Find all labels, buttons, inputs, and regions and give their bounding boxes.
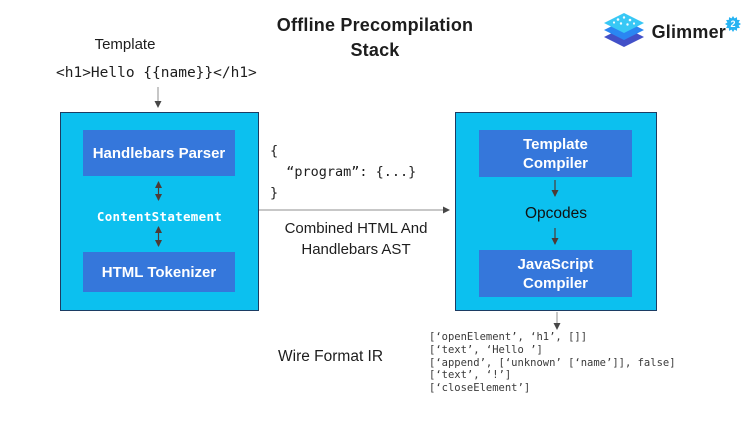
handlebars-parser-box: Handlebars Parser [83,130,235,176]
template-source-code: <h1>Hello {{name}}</h1> [56,65,257,81]
html-tokenizer-box: HTML Tokenizer [83,252,235,292]
template-label: Template [94,36,156,53]
javascript-compiler-label: JavaScript Compiler [517,255,594,292]
opcodes-label: Opcodes [524,205,588,222]
template-compiler-label: Template Compiler [522,135,588,172]
glimmer-logo: Glimmer 2 [601,11,742,53]
wire-format-code: [‘openElement’, ‘h1’, []] [‘text’, ‘Hell… [429,331,676,395]
html-tokenizer-label: HTML Tokenizer [101,263,217,281]
compiler-stage-box: Template Compiler Opcodes JavaScript Com… [455,112,657,311]
version-badge: 2 [725,16,741,32]
template-compiler-box: Template Compiler [479,130,632,177]
page-title: Offline Precompilation Stack [276,15,474,60]
javascript-compiler-box: JavaScript Compiler [479,250,632,297]
handlebars-parser-label: Handlebars Parser [92,144,226,162]
parser-stage-box: Handlebars Parser ContentStatement HTML … [60,112,259,311]
version-badge-number: 2 [730,19,736,29]
ast-json-snippet: { “program”: {...} } [270,143,417,201]
glimmer-logo-text: Glimmer [651,21,726,42]
combined-ast-label: Combined HTML And Handlebars AST [284,220,428,258]
starburst-icon [725,16,741,32]
content-statement-label: ContentStatement [96,209,223,224]
wire-format-label: Wire Format IR [278,348,384,365]
glimmer-layers-icon [603,13,644,47]
